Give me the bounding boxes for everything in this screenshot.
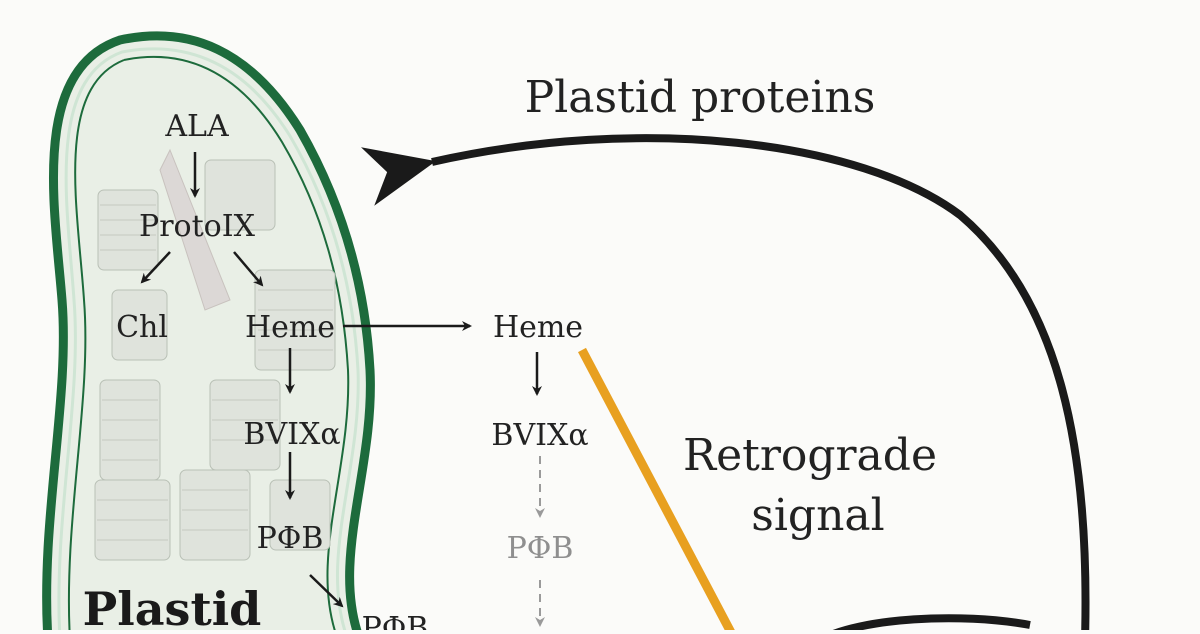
pfb-inside-label: PΦB	[257, 521, 324, 556]
retrograde-label-line2: signal	[751, 490, 884, 541]
thylakoid-lines	[97, 204, 333, 541]
arrow-protoix-to-chl	[140, 251, 171, 284]
ala-label: ALA	[164, 109, 229, 144]
plastid-label: Plastid	[83, 582, 262, 630]
pfb-exported-label: PΦB	[362, 611, 429, 630]
heme-inside-label: Heme	[245, 310, 335, 345]
arrow-protoix-to-heme	[233, 251, 264, 287]
heme-cytosol-label: Heme	[493, 310, 583, 345]
plastid-inner-line	[67, 59, 125, 634]
bvixa-cytosol-label: BVIXα	[491, 418, 588, 453]
retrograde-label-line1: Retrograde	[683, 430, 937, 481]
plastid-inner-line-right	[123, 56, 350, 634]
plastid-organelle	[42, 31, 375, 634]
nucleus-edge	[823, 614, 1031, 634]
bvixa-inside-label: BVIXα	[243, 417, 340, 452]
cytosol-pathway-arrows	[532, 352, 545, 627]
protoix-label: ProtoIX	[139, 209, 256, 244]
plastid-proteins-label: Plastid proteins	[525, 72, 876, 123]
arrow-pfb-export	[309, 574, 344, 608]
plastid-protein-import-arrow	[361, 134, 1090, 634]
retrograde-signal-line	[578, 347, 737, 634]
plastid-pathway-arrows	[140, 152, 472, 608]
chl-label: Chl	[116, 310, 168, 345]
pfb-cytosol-label: PΦB	[507, 531, 574, 566]
plastid-inner-membrane	[57, 47, 360, 634]
